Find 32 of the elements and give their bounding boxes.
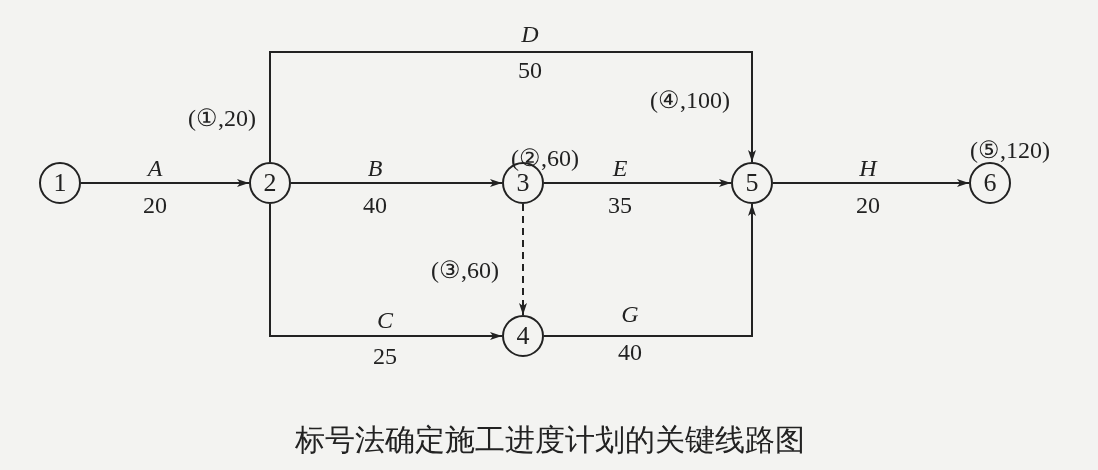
arrow [543, 203, 756, 337]
duration-label: 20 [856, 193, 880, 217]
arrow [290, 179, 503, 187]
event-circle: 1 [39, 162, 81, 204]
node-annotation: (⑤,120) [970, 138, 1050, 162]
duration-label: 35 [608, 193, 632, 217]
node-annotation: (④,100) [650, 88, 730, 112]
edge-label: D [521, 22, 539, 46]
arrow [269, 51, 756, 163]
dashed-arrow [519, 203, 527, 316]
duration-label: 25 [373, 344, 397, 368]
duration-label: 40 [363, 193, 387, 217]
duration-label: 40 [618, 340, 642, 364]
event-circle: 4 [502, 315, 544, 357]
edge-label: C [377, 308, 393, 332]
arrow [80, 179, 250, 187]
edge-label: H [859, 156, 877, 180]
node-annotation: (①,20) [188, 106, 256, 130]
node-annotation: (③,60) [431, 258, 499, 282]
edge-label: A [147, 156, 163, 180]
edge-label: G [621, 302, 639, 326]
event-circle: 5 [731, 162, 773, 204]
arrow [269, 203, 503, 340]
duration-label: 50 [518, 58, 542, 82]
edge-label: E [612, 156, 628, 180]
edge-label: B [367, 156, 383, 180]
event-circle: 2 [249, 162, 291, 204]
event-circle: 6 [969, 162, 1011, 204]
arrow [543, 179, 732, 187]
arrow [772, 179, 970, 187]
caption: 标号法确定施工进度计划的关键线路图 [295, 425, 805, 455]
duration-label: 20 [143, 193, 167, 217]
